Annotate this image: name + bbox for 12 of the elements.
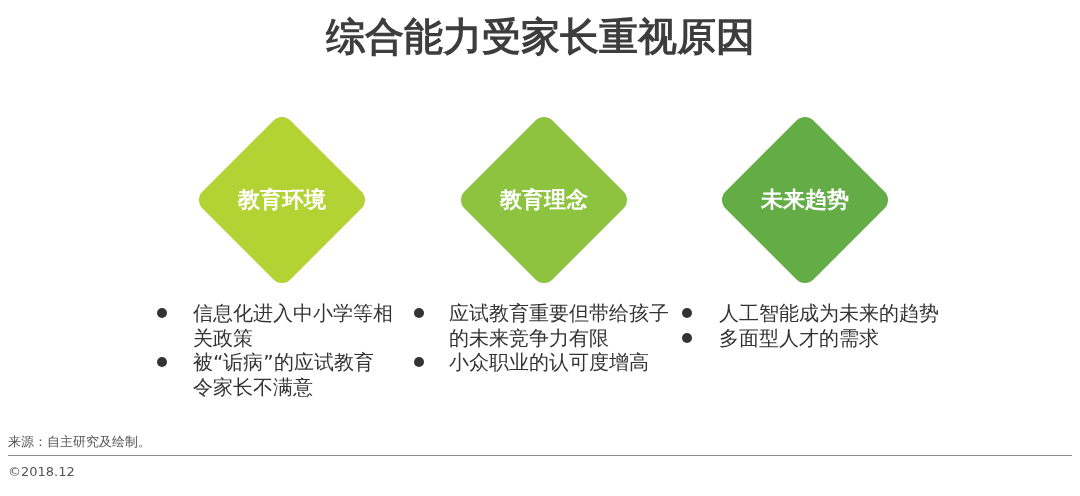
bullet-text: 多面型人才的需求 [719, 325, 880, 350]
diamond-label: 教育理念 [500, 186, 588, 214]
source-note: 来源：自主研究及绘制。 [8, 434, 151, 450]
diamond-label: 未来趋势 [761, 186, 849, 214]
bullet-text: 应试教育重要但带给孩子的未来竞争力有限 [449, 301, 670, 350]
bullet-text: 人工智能成为未来的趋势 [719, 301, 940, 326]
page-title: 综合能力受家长重视原因 [325, 13, 755, 61]
bullet-text: 信息化进入中小学等相关政策 [193, 301, 394, 350]
diamond-label: 教育环境 [238, 186, 326, 214]
copyright-note: ©2018.12 [8, 464, 75, 480]
bullet-text: 被“诟病”的应试教育令家长不满意 [193, 350, 375, 399]
bullet-text: 小众职业的认可度增高 [449, 350, 650, 375]
